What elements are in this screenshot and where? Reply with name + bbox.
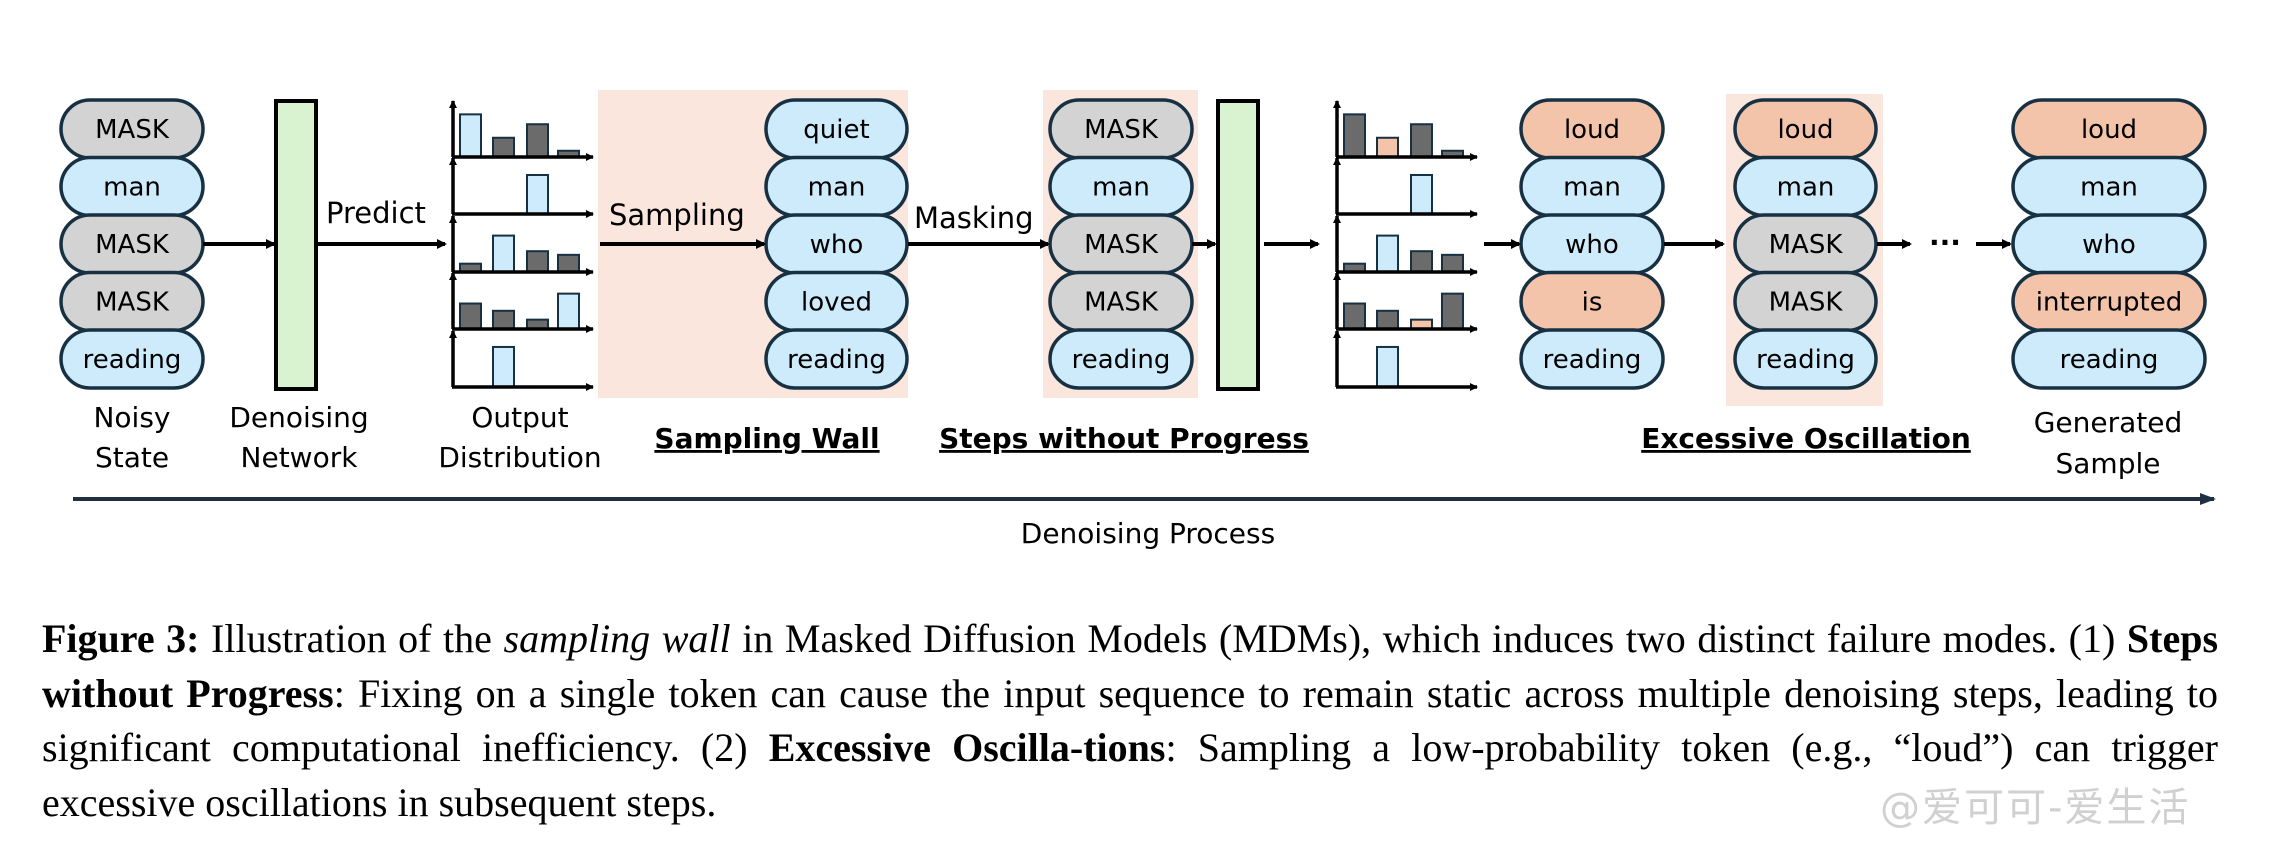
sampling-label: Sampling bbox=[609, 198, 745, 232]
sampling-wall-label: Sampling Wall bbox=[654, 422, 879, 455]
token-text: MASK bbox=[95, 115, 170, 145]
token-text: reading bbox=[1072, 345, 1171, 375]
excessive-oscillation-label: Excessive Oscillation bbox=[1641, 422, 1971, 455]
distribution-bar bbox=[1410, 174, 1433, 215]
token-text: MASK bbox=[1769, 230, 1844, 260]
output-distribution-label-line2: Distribution bbox=[438, 441, 601, 474]
caption-bold-steps-without-progress: Steps without Progress bbox=[42, 616, 2219, 716]
token-text: man bbox=[1777, 173, 1835, 203]
distribution-bar bbox=[1410, 123, 1433, 158]
token-text: is bbox=[1582, 288, 1603, 318]
caption-italic-term: sampling wall bbox=[503, 616, 731, 661]
ellipsis-icon: ··· bbox=[1929, 226, 1961, 259]
token-text: reading bbox=[2060, 345, 2159, 375]
distribution-bar bbox=[526, 123, 549, 158]
distribution-bar bbox=[1376, 345, 1399, 388]
output-distribution-chart bbox=[449, 100, 594, 391]
distribution-bar bbox=[1410, 250, 1433, 273]
distribution-bar bbox=[492, 234, 515, 274]
token-text: quiet bbox=[803, 115, 869, 145]
denoising-network-label-line2: Network bbox=[241, 441, 359, 474]
caption-text-3: : Fixing on a single token can cause the… bbox=[42, 670, 2219, 771]
caption-text-2: in Masked Diffusion Models (MDMs), which… bbox=[730, 616, 2127, 661]
distribution-bar bbox=[492, 309, 515, 330]
token-pill-token bbox=[59, 328, 205, 390]
caption-text-1: Illustration of the bbox=[199, 616, 504, 661]
token-pill-token bbox=[1733, 328, 1878, 390]
token-text: reading bbox=[787, 345, 886, 375]
token-pill-token bbox=[1519, 328, 1665, 390]
distribution-bar bbox=[1441, 292, 1464, 331]
denoising-network-block bbox=[274, 99, 318, 391]
token-text: MASK bbox=[95, 288, 170, 318]
token-text: reading bbox=[1543, 345, 1642, 375]
distribution-bar bbox=[557, 253, 580, 273]
token-text: MASK bbox=[1769, 288, 1844, 318]
distribution-bar bbox=[1343, 302, 1366, 330]
noisy-state-label-line1: Noisy bbox=[93, 401, 170, 434]
token-text: who bbox=[1565, 230, 1619, 260]
token-text: man bbox=[103, 173, 161, 203]
token-text: MASK bbox=[1084, 288, 1159, 318]
distribution-bar bbox=[1376, 136, 1399, 158]
token-text: man bbox=[1092, 173, 1150, 203]
distribution-bar bbox=[492, 136, 515, 158]
generated-sample-label-line1: Generated bbox=[2034, 406, 2183, 439]
distribution-bar bbox=[1376, 309, 1399, 330]
denoising-network-label-line1: Denoising bbox=[229, 401, 368, 434]
token-text: reading bbox=[1756, 345, 1855, 375]
masking-label: Masking bbox=[914, 201, 1034, 235]
distribution-bar bbox=[557, 292, 580, 331]
token-text: MASK bbox=[1084, 230, 1159, 260]
token-pill-token bbox=[2011, 328, 2207, 390]
watermark: @爱可可-爱生活 bbox=[1880, 785, 2191, 831]
predict-label: Predict bbox=[326, 196, 426, 230]
caption-text-4: : Sampling a low-probability token (e.g.… bbox=[42, 725, 2218, 825]
token-text: MASK bbox=[1084, 115, 1159, 145]
token-text: interrupted bbox=[2036, 288, 2183, 318]
token-pill-token bbox=[1048, 328, 1194, 390]
token-text: loud bbox=[2081, 115, 2137, 145]
token-text: man bbox=[808, 173, 866, 203]
caption-bold-excessive-oscillations: Excessive Oscilla-tions bbox=[768, 725, 1166, 770]
distribution-bar bbox=[459, 113, 482, 158]
distribution-bar bbox=[492, 345, 515, 388]
token-text: loud bbox=[1777, 115, 1833, 145]
token-pill-token bbox=[764, 328, 909, 390]
token-text: loved bbox=[801, 288, 872, 318]
token-text: man bbox=[1563, 173, 1621, 203]
token-text: MASK bbox=[95, 230, 170, 260]
distribution-bar bbox=[459, 302, 482, 330]
output-distribution-chart-2 bbox=[1333, 100, 1478, 391]
token-text: who bbox=[2082, 230, 2136, 260]
distribution-bar bbox=[1376, 234, 1399, 274]
generated-sample-label-line2: Sample bbox=[2056, 447, 2161, 480]
noisy-state-label-line2: State bbox=[95, 441, 169, 474]
token-text: man bbox=[2080, 173, 2138, 203]
denoising-network-block-2 bbox=[1216, 99, 1260, 391]
generated-sample-column: loud man who interrupted reading bbox=[2011, 98, 2207, 390]
oscillating-state-column: loud man who is reading bbox=[1519, 98, 1665, 390]
figure-caption: Figure 3: Illustration of the sampling w… bbox=[42, 612, 2218, 830]
output-distribution-label-line1: Output bbox=[471, 401, 568, 434]
figure-number: Figure 3: bbox=[42, 616, 200, 661]
distribution-bar bbox=[526, 250, 549, 273]
sampled-state-column: quiet man who loved reading bbox=[764, 98, 909, 390]
token-text: reading bbox=[83, 345, 182, 375]
distribution-bar bbox=[526, 174, 549, 215]
steps-without-progress-label: Steps without Progress bbox=[939, 422, 1309, 455]
distribution-bar bbox=[1343, 113, 1366, 158]
distribution-bar bbox=[1441, 253, 1464, 273]
denoising-process-label: Denoising Process bbox=[1021, 517, 1275, 550]
token-text: loud bbox=[1564, 115, 1620, 145]
token-text: who bbox=[810, 230, 864, 260]
